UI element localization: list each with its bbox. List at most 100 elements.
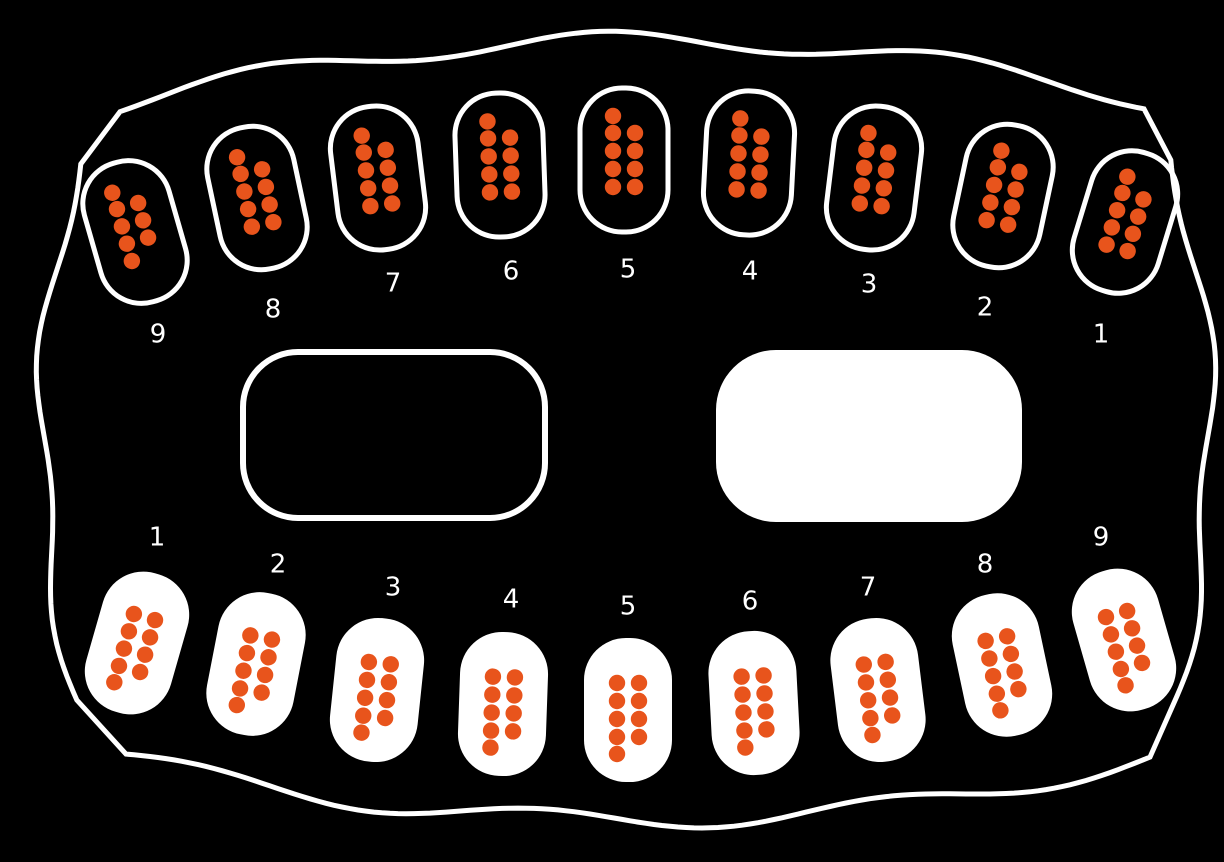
upper-tooth-body <box>822 101 927 255</box>
upper-dot <box>855 159 873 177</box>
upper-label: 5 <box>620 255 637 285</box>
upper-label: 3 <box>861 270 878 300</box>
upper-dot <box>1117 241 1137 261</box>
lower-dot <box>631 711 647 727</box>
upper-dot <box>729 163 746 180</box>
upper-tooth-1 <box>1062 140 1188 303</box>
lower-dot <box>609 746 625 762</box>
upper-label: 8 <box>265 295 282 325</box>
upper-tooth-3 <box>822 101 927 255</box>
upper-dot <box>231 164 250 183</box>
upper-dot <box>872 197 890 215</box>
lower-tooth-5 <box>584 638 672 782</box>
upper-tooth-6 <box>454 92 547 239</box>
upper-dot <box>857 141 875 159</box>
upper-dot <box>752 146 769 163</box>
lower-tooth-body <box>75 562 199 725</box>
lower-tooth-body <box>584 638 672 782</box>
upper-dot <box>481 166 498 183</box>
upper-dot <box>853 176 871 194</box>
upper-dot <box>984 175 1003 194</box>
upper-dot <box>750 182 767 199</box>
upper-dot <box>1133 189 1153 209</box>
upper-dot <box>1123 224 1143 244</box>
upper-row: 987654321 <box>73 88 1188 350</box>
lower-tooth-body <box>706 629 801 777</box>
upper-dot <box>879 143 897 161</box>
upper-dot <box>877 161 895 179</box>
upper-dot <box>605 125 621 141</box>
upper-dot <box>480 130 497 147</box>
lower-label: 7 <box>860 573 877 603</box>
upper-dot <box>260 195 279 214</box>
upper-dot <box>112 216 132 236</box>
upper-tooth-5 <box>580 88 668 232</box>
upper-dot <box>751 164 768 181</box>
upper-dot <box>1117 166 1137 186</box>
lower-dot <box>609 711 625 727</box>
upper-dot <box>128 193 148 213</box>
upper-label: 9 <box>150 320 167 350</box>
lower-tooth-body <box>944 585 1060 744</box>
upper-label: 2 <box>977 293 994 323</box>
lower-tooth-9 <box>1062 559 1186 722</box>
upper-dot <box>502 147 519 164</box>
upper-tooth-body <box>1062 140 1188 303</box>
upper-dot <box>627 179 643 195</box>
upper-dot <box>242 217 261 236</box>
upper-dot <box>753 128 770 145</box>
upper-dot <box>988 158 1007 177</box>
upper-dot <box>379 159 397 177</box>
upper-dot <box>376 141 394 159</box>
upper-dot <box>859 124 877 142</box>
upper-dot <box>1107 200 1127 220</box>
lower-label: 1 <box>149 523 166 553</box>
upper-dot <box>1010 162 1029 181</box>
lower-dot <box>631 693 647 709</box>
upper-dot <box>102 183 122 203</box>
lower-tooth-body <box>326 614 429 766</box>
lower-dot <box>631 675 647 691</box>
upper-tooth-8 <box>199 118 315 277</box>
upper-dot <box>238 199 257 218</box>
upper-label: 7 <box>385 269 402 299</box>
lower-label: 4 <box>503 585 520 615</box>
lower-tooth-2 <box>199 585 313 743</box>
upper-dot <box>235 182 254 201</box>
upper-tooth-body <box>199 118 315 277</box>
upper-tooth-4 <box>701 89 796 237</box>
upper-dot <box>875 179 893 197</box>
upper-dot <box>981 193 1000 212</box>
upper-dot <box>627 143 643 159</box>
upper-dot <box>605 161 621 177</box>
upper-dot <box>122 251 142 271</box>
lower-tooth-body <box>1062 559 1186 722</box>
lower-label: 6 <box>742 587 759 617</box>
upper-dot <box>138 227 158 247</box>
upper-dot <box>479 113 496 130</box>
upper-dot <box>732 110 749 127</box>
upper-tooth-body <box>945 116 1061 275</box>
upper-dot <box>502 129 519 146</box>
upper-tooth-2 <box>945 116 1061 275</box>
upper-dot <box>728 181 745 198</box>
lower-label: 3 <box>385 573 402 603</box>
lower-tooth-body <box>199 585 313 743</box>
lower-dot <box>609 693 625 709</box>
upper-tooth-body <box>701 89 796 237</box>
lower-label: 5 <box>620 592 637 622</box>
upper-dot <box>503 165 520 182</box>
lower-tooth-6 <box>706 629 801 777</box>
lower-tooth-4 <box>457 631 550 778</box>
upper-tooth-body <box>73 151 197 314</box>
lower-dot <box>609 729 625 745</box>
upper-dot <box>1102 217 1122 237</box>
upper-dot <box>357 161 375 179</box>
upper-tooth-body <box>580 88 668 232</box>
upper-dot <box>361 197 379 215</box>
upper-dot <box>107 199 127 219</box>
upper-tooth-7 <box>326 101 431 255</box>
upper-dot <box>355 143 373 161</box>
